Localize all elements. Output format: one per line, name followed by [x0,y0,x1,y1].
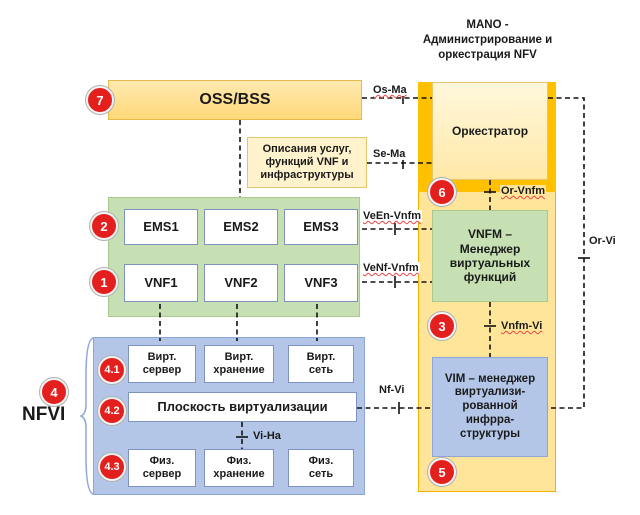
vnf3-box: VNF3 [284,264,358,302]
virtual-server-box: Вирт.сервер [128,345,196,383]
physical-storage-box: Физ.хранение [204,449,274,487]
os-ma-label: Os-Ma [372,84,408,96]
venf-vnfm-label: VeNf-Vnfm [362,262,420,274]
vim-box: VIM – менеджер виртуализи- рованной инфр… [432,357,548,457]
vnf-badge: 1 [90,268,118,296]
mano-bottom-badge: 5 [428,458,456,486]
virtual-storage-box: Вирт.хранение [204,345,274,383]
vnf2-box: VNF2 [204,264,278,302]
oss-badge: 7 [86,86,114,114]
ems2-box: EMS2 [204,209,278,245]
mano-title: MANO - Администрирование и оркестрация N… [422,19,553,61]
nf-vi-label: Nf-Vi [378,384,406,396]
vnfm-vi-label: Vnfm-Vi [500,320,544,332]
physical-server-box: Физ.сервер [128,449,196,487]
or-vnfm-label: Or-Vnfm [500,185,546,197]
virtual-badge: 4.1 [98,356,126,384]
ems-badge: 2 [90,212,118,240]
oss-bss-box: OSS/BSS [108,80,362,120]
ems3-box: EMS3 [284,209,358,245]
vnf1-box: VNF1 [124,264,198,302]
virtual-network-box: Вирт.сеть [288,345,354,383]
ems1-box: EMS1 [124,209,198,245]
virtualization-plane-box: Плоскость виртуализации [128,392,357,422]
nfvi-bracket [80,337,95,495]
vnfm-badge: 6 [428,178,456,206]
se-ma-label: Se-Ma [372,148,407,160]
vnfm-box: VNFM – Менеджер виртуальных функций [432,210,548,302]
nfvi-badge: 4 [40,378,68,406]
orchestrator-box: Оркестратор [432,82,548,180]
physical-badge: 4.3 [98,453,126,481]
virtualization-badge: 4.2 [98,397,126,425]
or-vi-label: Or-Vi [588,235,617,247]
vi-ha-label: Vi-Ha [252,430,282,442]
vim-badge: 3 [428,312,456,340]
veen-vnfm-label: VeEn-Vnfm [362,210,423,222]
nfvi-label: NFVI [22,404,66,425]
physical-network-box: Физ.сеть [288,449,354,487]
service-descriptions-box: Описания услуг, функций VNF и инфраструк… [247,137,367,188]
